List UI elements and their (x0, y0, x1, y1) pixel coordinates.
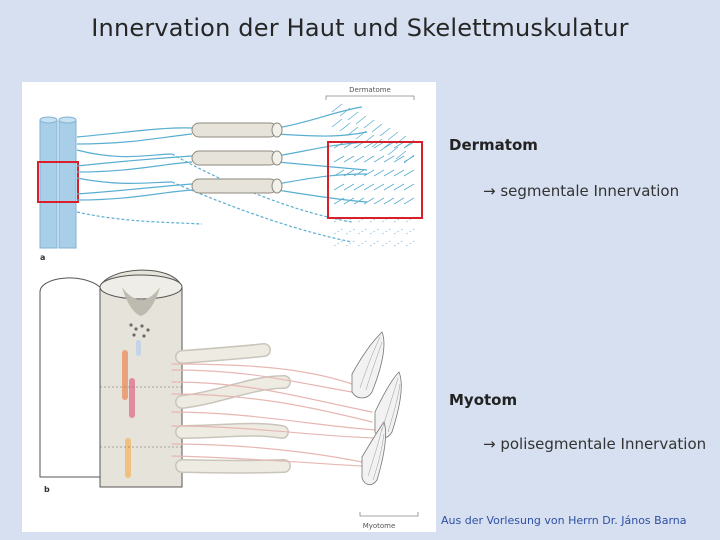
motor-column-2 (129, 378, 135, 418)
spinal-cord-column-left (40, 120, 57, 248)
dermatom-description: → segmentale Innervation (483, 182, 679, 200)
myotom-description: → polisegmentale Innervation (483, 435, 706, 453)
credit-note: Aus der Vorlesung von Herrn Dr. János Ba… (441, 514, 687, 527)
dermatome-caption: Dermatome (349, 86, 391, 94)
myotome-nerves (172, 350, 377, 467)
slide-title: Innervation der Haut und Skelettmuskulat… (0, 14, 720, 42)
panel-b-label: b (44, 485, 50, 494)
panel-a-diagram: Dermatome a (38, 86, 422, 262)
spinal-cord-column-right (59, 120, 76, 248)
myotom-heading: Myotom (449, 391, 517, 409)
myotome-caption: Myotome (363, 522, 396, 530)
innervation-illustration: Dermatome a (22, 82, 436, 532)
dermatom-heading: Dermatom (449, 136, 538, 154)
nerve-cylinders (192, 123, 282, 193)
motor-column-3 (125, 438, 131, 478)
motor-column-1 (122, 350, 128, 400)
dermatome-highlight (328, 142, 422, 218)
panel-b-diagram: Myotome b (40, 270, 418, 530)
panel-a-label: a (40, 253, 45, 262)
dermatome-field (332, 104, 414, 204)
innervation-figure: Dermatome a (22, 82, 436, 532)
